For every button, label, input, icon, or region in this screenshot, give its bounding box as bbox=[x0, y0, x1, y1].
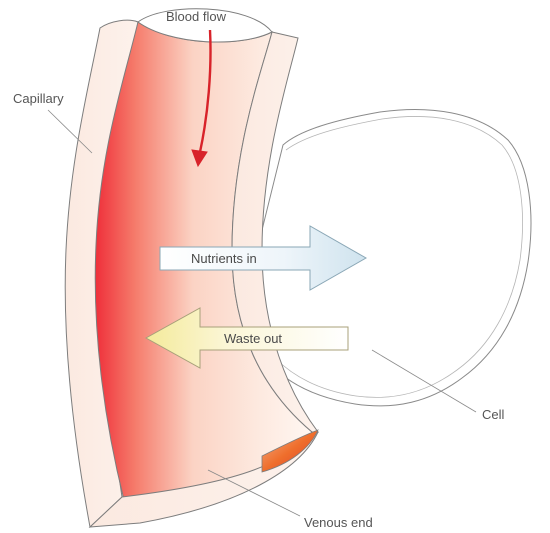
capillary-label: Capillary bbox=[13, 91, 64, 106]
waste-out-label: Waste out bbox=[224, 331, 282, 346]
cell-label: Cell bbox=[482, 407, 505, 422]
blood-flow-label: Blood flow bbox=[166, 9, 227, 24]
venous-end-label: Venous end bbox=[304, 515, 373, 530]
nutrients-in-label: Nutrients in bbox=[191, 251, 257, 266]
